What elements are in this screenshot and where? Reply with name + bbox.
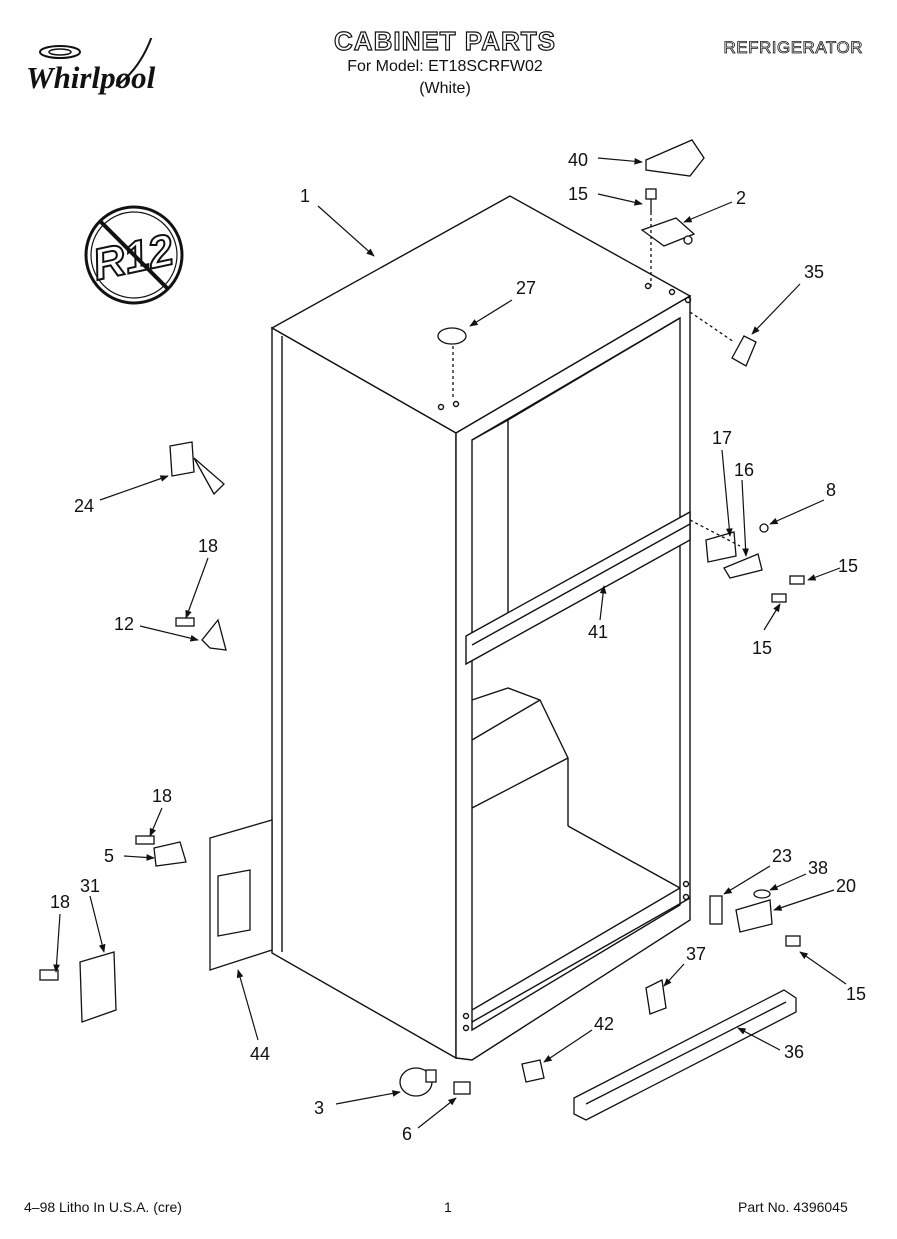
callout-label: 15 — [846, 984, 866, 1004]
callout-label: 12 — [114, 614, 134, 634]
center-hinge-part — [705, 531, 737, 563]
no-r12-badge: R12 — [84, 205, 184, 305]
hinge-cover-part — [645, 139, 705, 177]
shim-part — [709, 895, 723, 925]
callout-label: 44 — [250, 1044, 270, 1064]
callout-label: 18 — [152, 786, 172, 806]
brand-name: Whirlpool — [26, 60, 156, 95]
callout-label: 27 — [516, 278, 536, 298]
bracket-12-part — [175, 617, 227, 651]
callout-label: 35 — [804, 262, 824, 282]
callout-label: 40 — [568, 150, 588, 170]
part-number: Part No. 4396045 — [738, 1199, 848, 1215]
hinge-screw-part — [645, 188, 657, 212]
hinge-pin-cover-part — [731, 335, 757, 367]
leveling-leg-part — [169, 441, 195, 477]
callout-label: 16 — [734, 460, 754, 480]
callout-labels: 1 2 3 5 6 8 12 15 15 15 15 16 17 18 18 1… — [50, 150, 866, 1144]
product-type: REFRIGERATOR — [723, 38, 863, 58]
callout-label: 5 — [104, 846, 114, 866]
color-line: (White) — [419, 80, 471, 97]
spacer-part — [521, 1059, 545, 1083]
callout-label: 2 — [736, 188, 746, 208]
callout-label: 8 — [826, 480, 836, 500]
clip-part — [153, 841, 187, 867]
toe-grille-part — [573, 989, 797, 1121]
model-line: For Model: ET18SCRFW02 — [347, 58, 543, 75]
callout-label: 18 — [198, 536, 218, 556]
callout-label: 38 — [808, 858, 828, 878]
callout-label: 41 — [588, 622, 608, 642]
litho-note: 4–98 Litho In U.S.A. (cre) — [24, 1199, 182, 1215]
access-cover-part — [79, 951, 117, 1023]
callout-label: 15 — [568, 184, 588, 204]
callout-label: 23 — [772, 846, 792, 866]
r12-text: R12 — [88, 225, 178, 290]
logo-swirl-icon — [39, 38, 153, 87]
callout-label: 1 — [300, 186, 310, 206]
callout-label: 36 — [784, 1042, 804, 1062]
callout-label: 17 — [712, 428, 732, 448]
callout-label: 3 — [314, 1098, 324, 1118]
top-plug-part — [437, 327, 467, 345]
callout-label: 6 — [402, 1124, 412, 1144]
callout-label: 31 — [80, 876, 100, 896]
door-stop-part — [645, 979, 667, 1015]
refrigerator-cabinet — [270, 195, 692, 1061]
callout-label: 24 — [74, 496, 94, 516]
callout-label: 15 — [838, 556, 858, 576]
page-number: 1 — [444, 1199, 452, 1215]
callout-label: 20 — [836, 876, 856, 896]
page-title: CABINET PARTS — [333, 25, 556, 56]
bottom-hinge-part — [735, 899, 773, 933]
callout-label: 18 — [50, 892, 70, 912]
roller-screw-part — [453, 1081, 471, 1095]
callout-label: 37 — [686, 944, 706, 964]
callout-label: 42 — [594, 1014, 614, 1034]
callout-label: 15 — [752, 638, 772, 658]
leader-lines — [53, 157, 847, 1129]
top-hinge-part — [640, 217, 696, 247]
